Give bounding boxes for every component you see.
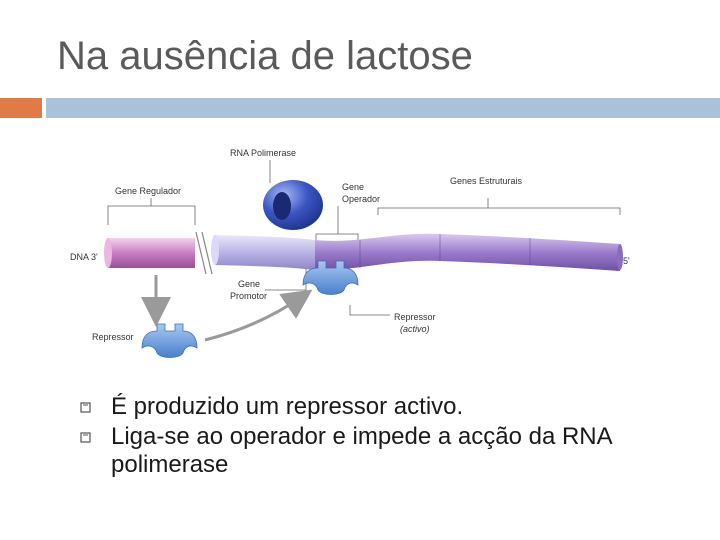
label-dna-3: DNA 3' bbox=[70, 252, 98, 262]
label-5-prime: 5' bbox=[623, 256, 630, 266]
label-repressor-activo-1: Repressor bbox=[394, 312, 436, 322]
label-gene-regulador: Gene Regulador bbox=[115, 186, 181, 196]
repressor-bound bbox=[302, 260, 359, 295]
dna-structural-segment bbox=[315, 233, 623, 271]
label-genes-estruturais: Genes Estruturais bbox=[450, 176, 523, 186]
bullet-text: Liga-se ao operador e impede a acção da … bbox=[111, 423, 612, 478]
dna-promoter-segment bbox=[211, 235, 315, 270]
label-gene-promotor-1: Gene bbox=[238, 279, 260, 289]
bullet-text: É produzido um repressor activo. bbox=[111, 393, 464, 420]
bullet-item: É produzido um repressor activo. bbox=[80, 393, 680, 421]
bullet-list: É produzido um repressor activo. Liga-se… bbox=[80, 393, 680, 481]
dna-break-marks bbox=[195, 231, 213, 275]
label-brackets bbox=[107, 160, 621, 316]
label-gene-promotor-2: Promotor bbox=[230, 291, 267, 301]
square-bullet-icon bbox=[80, 402, 91, 413]
label-gene-operador-1: Gene bbox=[342, 182, 364, 192]
title-divider-bar bbox=[46, 98, 720, 118]
label-rna-polimerase: RNA Polimerase bbox=[230, 148, 296, 158]
bullet-item: Liga-se ao operador e impede a acção da … bbox=[80, 423, 680, 479]
label-gene-operador-2: Operador bbox=[342, 194, 380, 204]
dna-regulator-segment bbox=[104, 238, 195, 268]
repressor-free bbox=[141, 323, 198, 358]
title-accent-bar bbox=[0, 98, 42, 118]
label-repressor: Repressor bbox=[92, 332, 134, 342]
square-bullet-icon bbox=[80, 432, 91, 443]
rna-polymerase bbox=[263, 180, 323, 230]
slide-title: Na ausência de lactose bbox=[57, 34, 473, 78]
production-arrows bbox=[141, 275, 313, 342]
label-repressor-activo-2: (activo) bbox=[400, 324, 430, 334]
lac-operon-diagram: RNA Polimerase Gene Regulador Gene Opera… bbox=[70, 148, 630, 358]
